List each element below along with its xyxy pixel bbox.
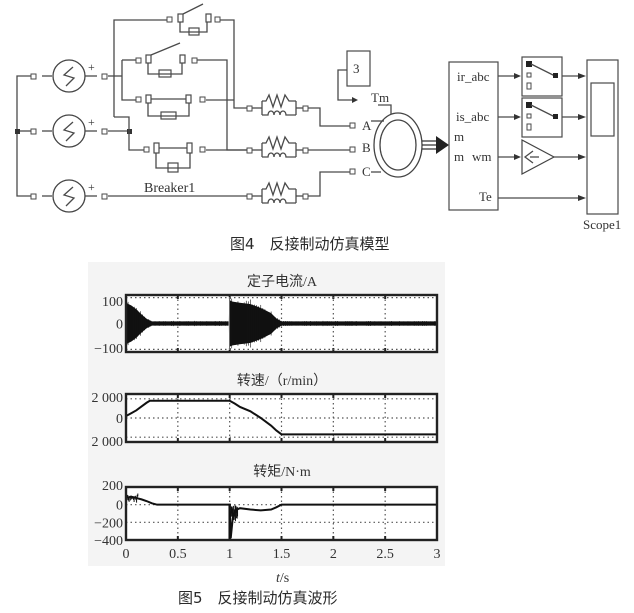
ir-abc-label: ir_abc: [457, 69, 490, 84]
sine-icon: [62, 186, 76, 207]
port: [302, 147, 309, 154]
y-tick-label: 2 000: [92, 435, 124, 450]
port: [30, 193, 37, 200]
ac-voltage-source-2[interactable]: +: [30, 114, 108, 148]
x-axis-label: t/s: [276, 571, 289, 586]
plot-area: [126, 487, 437, 540]
sine-icon: [62, 66, 76, 87]
resistor-icon: [262, 134, 296, 152]
scope-label: Scope1: [583, 217, 621, 232]
scope-block[interactable]: Scope1: [583, 59, 621, 232]
m-label-1: m: [454, 129, 464, 144]
asynchronous-machine[interactable]: Tm A B C: [349, 90, 449, 179]
inductor-icon: [262, 198, 296, 204]
port: [101, 73, 108, 80]
rl-load-2[interactable]: [246, 134, 309, 158]
breaker-2[interactable]: [135, 42, 198, 78]
plus-sign: +: [88, 180, 95, 194]
tm-label: Tm: [371, 90, 389, 105]
speed-chart: 转速/（r/min） 2 000 0 2 000: [92, 373, 439, 450]
chart-title: 定子电流/A: [247, 274, 318, 290]
phase-a-label: A: [362, 118, 372, 133]
plot-frame: [124, 293, 439, 354]
simulink-diagram: + + +: [15, 3, 621, 232]
x-tick-label: 0: [123, 547, 130, 562]
y-tick-label: 0: [116, 318, 123, 333]
figure4-caption: 图4 反接制动仿真模型: [230, 235, 390, 253]
plus-sign: +: [88, 115, 95, 129]
x-tick-label: 1.5: [273, 547, 291, 562]
port: [101, 193, 108, 200]
inductor-icon: [262, 152, 296, 158]
breaker-3[interactable]: [135, 94, 206, 120]
gain-block[interactable]: [498, 139, 586, 175]
port: [30, 128, 37, 135]
plus-sign: +: [88, 60, 95, 74]
selector-switch-1[interactable]: [498, 56, 586, 97]
y-tick-label: −100: [94, 342, 123, 357]
series-speed: [125, 399, 437, 436]
wiring: [108, 19, 350, 197]
y-tick-label: −200: [94, 516, 123, 531]
is-abc-label: is_abc: [456, 109, 489, 124]
y-tick-label: 200: [102, 479, 123, 494]
plot-frame: [124, 392, 439, 444]
y-tick-label: −400: [94, 534, 123, 549]
rl-load-3[interactable]: [246, 180, 309, 204]
y-tick-label: 2 000: [92, 391, 124, 406]
stator-current-chart: 定子电流/A 100 0 −100: [94, 274, 439, 357]
chart-title: 转矩/N·m: [253, 464, 311, 480]
port: [30, 73, 37, 80]
port: [302, 105, 309, 112]
breaker-4[interactable]: [143, 142, 206, 173]
rl-load-1[interactable]: [246, 92, 309, 116]
inductor-icon: [262, 110, 296, 116]
y-tick-label: 0: [116, 499, 123, 514]
x-tick-label: 3: [434, 547, 441, 562]
chart-title: 转速/（r/min）: [237, 373, 327, 389]
selector-switch-2[interactable]: [498, 97, 586, 138]
x-tick-label: 0.5: [169, 547, 187, 562]
svg-text:3: 3: [353, 61, 360, 76]
sine-icon: [62, 121, 76, 142]
bus-selector[interactable]: ir_abc is_abc m m wm Te: [448, 61, 499, 211]
breaker-1[interactable]: [166, 3, 221, 36]
port: [302, 193, 309, 200]
port: [101, 128, 108, 135]
x-tick-label: 1: [226, 547, 233, 562]
ac-voltage-source-1[interactable]: +: [30, 59, 108, 93]
m-label-2: m: [454, 149, 464, 164]
breaker-label: Breaker1: [144, 181, 195, 196]
resistor-icon: [262, 180, 296, 198]
figure5-caption: 图5 反接制动仿真波形: [178, 589, 338, 607]
phase-b-label: B: [362, 140, 371, 155]
constant-block[interactable]: 3: [337, 50, 371, 103]
ground-bus: [15, 75, 33, 197]
phase-c-label: C: [362, 164, 371, 179]
plot-frame: [124, 485, 439, 542]
te-signal-line: [498, 195, 586, 201]
resistor-icon: [262, 92, 296, 110]
ac-voltage-source-3[interactable]: +: [30, 179, 108, 213]
y-tick-label: 100: [102, 295, 123, 310]
x-tick-label: 2.5: [376, 547, 394, 562]
y-tick-label: 0: [116, 412, 123, 427]
x-tick-label: 2: [330, 547, 337, 562]
wm-label: wm: [472, 149, 492, 164]
te-label: Te: [479, 189, 492, 204]
